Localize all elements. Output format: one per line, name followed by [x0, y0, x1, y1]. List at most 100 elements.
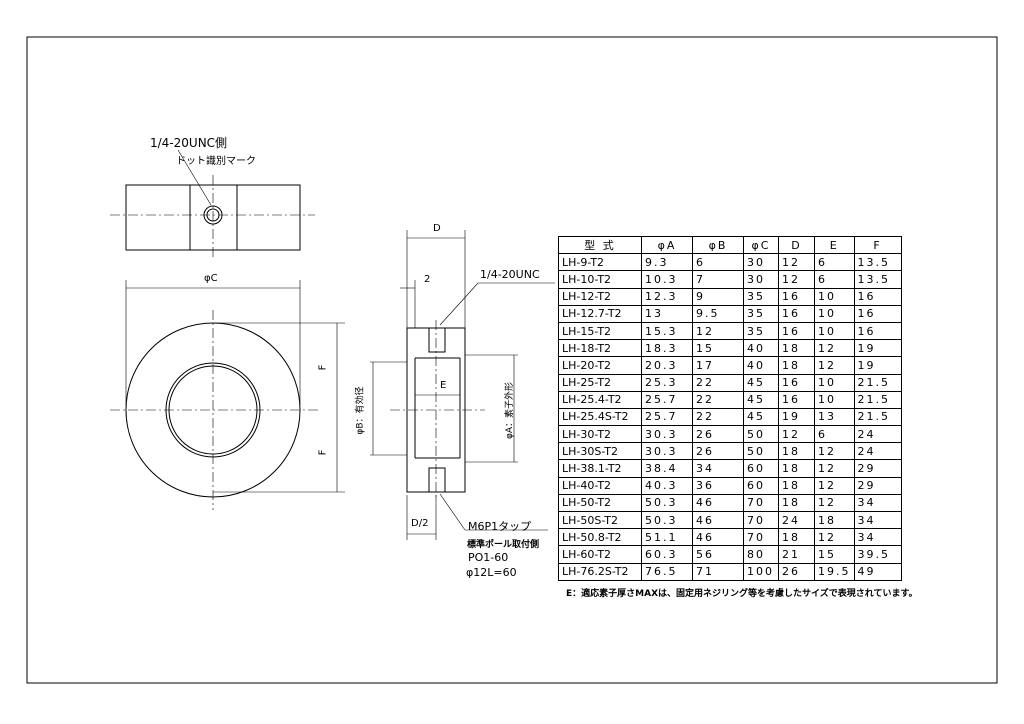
table-cell: 21.5: [853, 373, 902, 392]
table-cell: 100: [743, 562, 779, 581]
table-cell: 19.5: [814, 562, 855, 581]
footnote: E：適応素子厚さMAXは、固定用ネジリング等を考慮したサイズで表現されています。: [566, 589, 918, 599]
thread-side-label: 1/4-20UNC側: [150, 136, 228, 150]
table-cell: 25.7: [641, 407, 693, 427]
table-cell: 6: [814, 425, 855, 444]
table-cell: LH-38.1-T2: [558, 459, 642, 478]
phi-c-label: φC: [204, 273, 218, 284]
column-header: φB: [692, 235, 744, 255]
table-cell: 19: [853, 356, 902, 375]
phi-b-label: φB：有効径: [355, 386, 366, 435]
column-header: φC: [743, 235, 779, 255]
table-cell: 12: [814, 493, 855, 513]
table-cell: 34: [853, 528, 902, 547]
table-cell: 13: [641, 304, 693, 323]
phi-a-label: φA：素子外形: [505, 381, 516, 440]
table-cell: 10: [814, 287, 855, 306]
table-cell: LH-25-T2: [558, 373, 642, 392]
table-cell: 40: [743, 356, 779, 375]
table-cell: 30.3: [641, 442, 693, 461]
table-cell: 26: [692, 442, 744, 461]
table-cell: 15: [692, 339, 744, 358]
table-cell: 21.5: [853, 390, 902, 409]
table-cell: 19: [778, 407, 815, 427]
table-cell: LH-9-T2: [558, 253, 642, 272]
table-cell: 60: [743, 459, 779, 478]
table-cell: 25.3: [641, 373, 693, 392]
table-cell: 22: [692, 390, 744, 409]
table-cell: 50.3: [641, 510, 693, 530]
table-cell: LH-12-T2: [558, 287, 642, 306]
table-cell: 16: [778, 321, 815, 341]
table-cell: 40: [743, 339, 779, 358]
table-cell: 6: [814, 253, 855, 272]
side-view: [370, 230, 555, 540]
table-cell: LH-12.7-T2: [558, 304, 642, 323]
two-label: 2: [424, 274, 431, 285]
table-cell: 12: [778, 253, 815, 272]
table-cell: 30.3: [641, 425, 693, 444]
table-cell: 29: [853, 459, 902, 478]
table-cell: 12: [814, 476, 855, 495]
table-cell: 10: [814, 321, 855, 341]
table-cell: 13: [814, 407, 855, 427]
pole-label: PO1-60: [468, 551, 509, 564]
column-header: D: [778, 235, 815, 255]
table-cell: LH-30-T2: [558, 425, 642, 444]
table-cell: 18: [778, 476, 815, 495]
table-cell: 18: [814, 510, 855, 530]
table-cell: 49: [853, 562, 902, 581]
table-cell: 45: [743, 390, 779, 409]
column-header: 型 式: [558, 235, 642, 255]
table-cell: LH-50S-T2: [558, 510, 642, 530]
table-cell: LH-50.8-T2: [558, 528, 642, 547]
table-cell: 24: [853, 425, 902, 444]
table-cell: 29: [853, 476, 902, 495]
table-cell: 50.3: [641, 493, 693, 513]
table-cell: 16: [853, 321, 902, 341]
table-cell: 21.5: [853, 407, 902, 427]
table-cell: 6: [692, 253, 744, 272]
d-label: D: [433, 223, 441, 234]
table-cell: 56: [692, 545, 744, 564]
f-label-upper: F: [317, 364, 329, 371]
table-cell: 46: [692, 510, 744, 530]
table-cell: 30: [743, 253, 779, 272]
column-header: E: [814, 235, 855, 255]
table-cell: 17: [692, 356, 744, 375]
table-cell: LH-25.4-T2: [558, 390, 642, 409]
table-cell: 76.5: [641, 562, 693, 581]
table-cell: LH-30S-T2: [558, 442, 642, 461]
table-cell: 34: [853, 493, 902, 513]
table-cell: 25.7: [641, 390, 693, 409]
table-cell: 36: [692, 476, 744, 495]
table-cell: 13.5: [853, 270, 902, 289]
table-cell: 35: [743, 321, 779, 341]
f-label-lower: F: [317, 449, 329, 456]
table-cell: 22: [692, 373, 744, 392]
table-cell: LH-76.2S-T2: [558, 562, 642, 581]
table-cell: LH-60-T2: [558, 545, 642, 564]
table-cell: 60: [743, 476, 779, 495]
table-cell: 10: [814, 390, 855, 409]
table-cell: 16: [778, 373, 815, 392]
table-cell: LH-25.4S-T2: [558, 407, 642, 427]
table-cell: 18: [778, 528, 815, 547]
table-cell: 9.3: [641, 253, 693, 272]
table-cell: LH-18-T2: [558, 339, 642, 358]
table-cell: 12: [814, 442, 855, 461]
